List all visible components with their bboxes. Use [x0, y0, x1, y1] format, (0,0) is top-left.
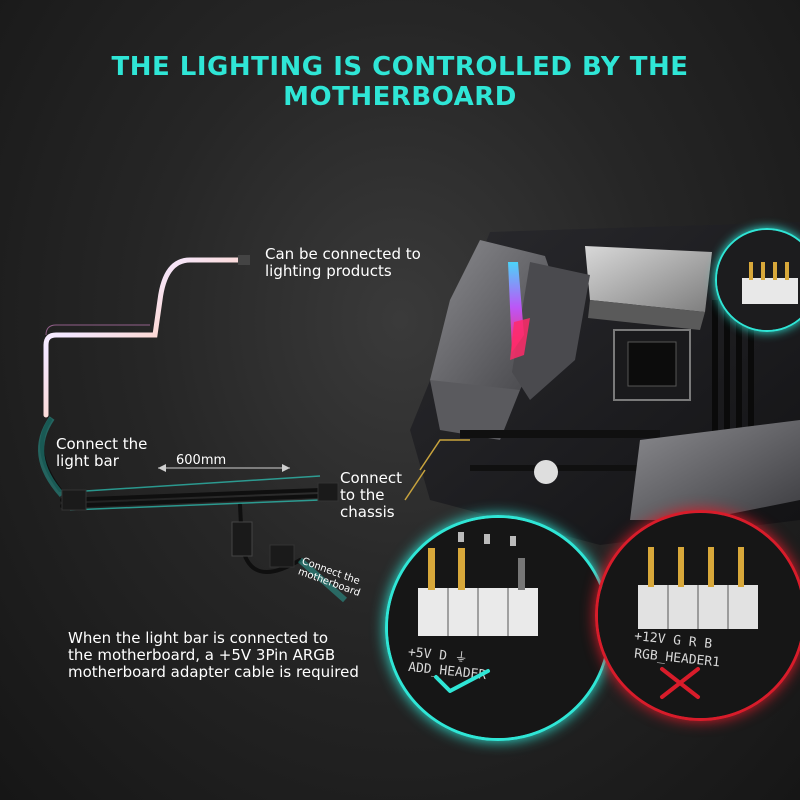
rgb-header-closeup: +12V G R B RGB_HEADER1	[595, 510, 800, 721]
cross-icon	[660, 667, 700, 699]
rgb-header-illustration	[598, 513, 800, 718]
page-headline: THE LIGHTING IS CONTROLLED BY THE MOTHER…	[111, 52, 689, 112]
header-closeup-top-illustration	[717, 230, 800, 330]
header-closeup-top	[715, 228, 800, 332]
motherboard	[404, 222, 800, 545]
light-bar	[43, 257, 243, 418]
argb-header-illustration	[388, 518, 608, 738]
label-length: 600mm	[176, 453, 227, 468]
argb-header-closeup: +5V D ⏚ ADD_HEADER	[385, 515, 611, 741]
label-light-bar: Connect the light bar	[56, 435, 148, 470]
label-lighting-products: Can be connected to lighting products	[265, 245, 421, 280]
checkmark-icon	[434, 669, 490, 693]
label-chassis: Connect to the chassis	[340, 469, 403, 521]
adapter-note: When the light bar is connected to the m…	[68, 629, 359, 681]
